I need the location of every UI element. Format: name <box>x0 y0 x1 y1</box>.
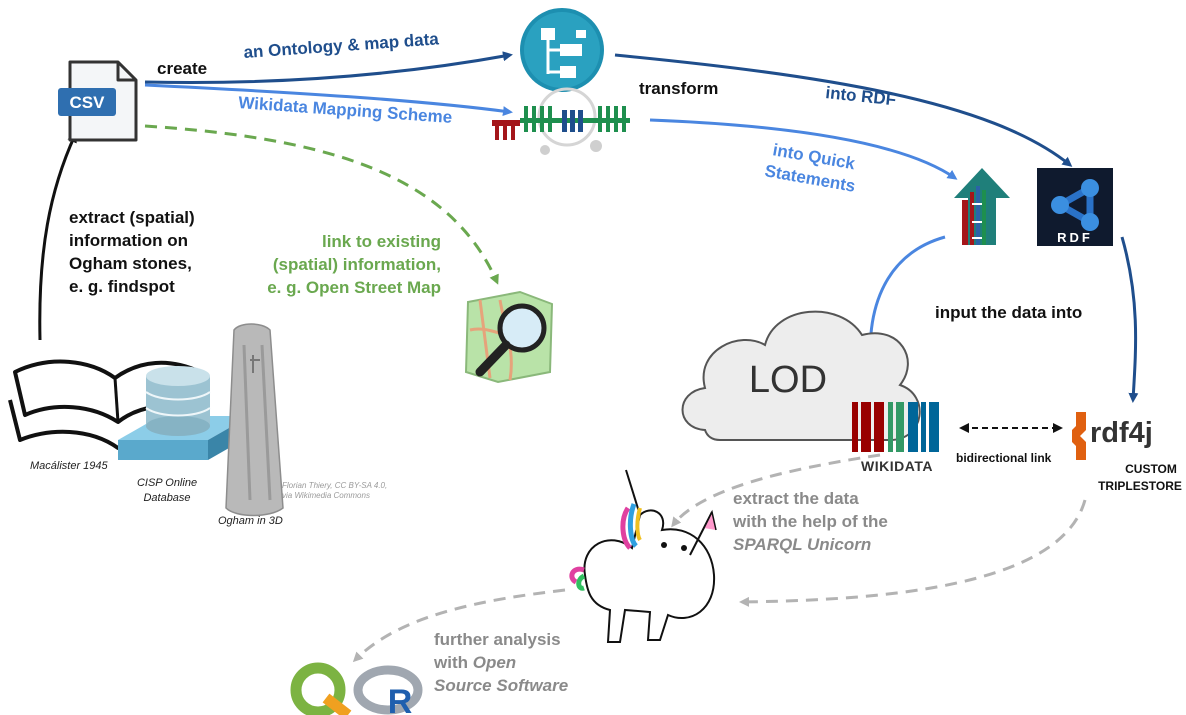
label-bidirectional: bidirectional link <box>956 451 1052 465</box>
label-ontology-map: an Ontology & map data <box>243 29 440 62</box>
cloud-icon: LOD <box>681 310 921 441</box>
arrow-into-quickstatements <box>649 118 958 180</box>
book-caption: Macálister 1945 <box>30 460 109 472</box>
arrow-create-ontology <box>144 51 513 85</box>
arrow-wikidata-unicorn <box>671 453 881 528</box>
label-further-1: further analysis <box>434 630 561 649</box>
rdf-icon: RDF <box>1037 168 1113 246</box>
rdf-label: RDF <box>1057 230 1093 245</box>
stone-credit-2: via Wikimedia Commons <box>282 491 370 500</box>
openstreetmap-icon <box>464 290 554 384</box>
label-extract-1: extract (spatial) <box>69 208 195 227</box>
arrow-rdf4j-unicorn <box>739 499 1087 607</box>
triplestore-caption-2: TRIPLESTORE <box>1098 479 1182 493</box>
mapping-scheme-icon <box>492 87 630 155</box>
ontology-icon <box>520 8 604 92</box>
arrow-into-rdf <box>614 53 1073 167</box>
label-extract-sparql-1: extract the data <box>733 489 859 508</box>
label-wikidata-mapping: Wikidata Mapping Scheme <box>238 93 453 127</box>
arrow-unicorn-analysis <box>352 588 566 663</box>
arrow-create-mapping <box>144 83 513 117</box>
database-icon: CISP Online Database <box>118 366 250 504</box>
triplestore-caption-1: CUSTOM <box>1125 462 1177 476</box>
database-caption-1: CISP Online <box>137 477 197 489</box>
wikidata-label: WIKIDATA <box>861 458 933 474</box>
label-further-2-em: Open <box>473 653 516 672</box>
arrow-link-osm <box>144 124 499 285</box>
r-logo-icon: R <box>353 665 423 715</box>
qgis-icon <box>290 662 352 715</box>
label-link-1: link to existing <box>322 232 441 251</box>
lod-label: LOD <box>749 359 827 401</box>
label-extract-4: e. g. findspot <box>69 277 175 296</box>
label-create: create <box>157 59 207 78</box>
label-link-2: (spatial) information, <box>273 255 441 274</box>
label-link-3: e. g. Open Street Map <box>267 278 441 297</box>
stone-credit-1: Florian Thiery, CC BY-SA 4.0, <box>282 481 387 490</box>
csv-label: CSV <box>70 93 106 112</box>
label-extract-sparql-3: SPARQL Unicorn <box>733 535 871 554</box>
label-extract-3: Ogham stones, <box>69 254 192 273</box>
wikidata-icon: WIKIDATA <box>852 402 939 474</box>
csv-file-icon: CSV <box>58 60 138 142</box>
label-transform: transform <box>639 79 718 98</box>
arrows <box>38 51 1139 663</box>
labels: create an Ontology & map data Wikidata M… <box>69 29 1082 695</box>
label-further-2: with Open <box>433 653 516 672</box>
stone-caption: Ogham in 3D <box>218 515 283 527</box>
label-input-data: input the data into <box>935 303 1082 322</box>
label-into-rdf: into RDF <box>825 83 897 109</box>
rdf4j-label: rdf4j <box>1090 417 1153 449</box>
quickstatements-icon <box>954 168 1010 245</box>
label-extract-sparql-2: with the help of the <box>732 512 888 531</box>
arrow-rdf-rdf4j <box>1120 236 1139 403</box>
rdf4j-icon: rdf4j CUSTOM TRIPLESTORE <box>1072 412 1182 493</box>
ogham-stone-icon: Ogham in 3D Florian Thiery, CC BY-SA 4.0… <box>218 323 387 527</box>
unicorn-icon <box>569 469 717 643</box>
arrow-extract <box>38 132 77 341</box>
label-further-2-pre: with <box>433 653 473 672</box>
label-further-3: Source Software <box>434 676 568 695</box>
r-label: R <box>388 683 413 715</box>
database-caption-2: Database <box>143 492 190 504</box>
label-extract-2: information on <box>69 231 188 250</box>
